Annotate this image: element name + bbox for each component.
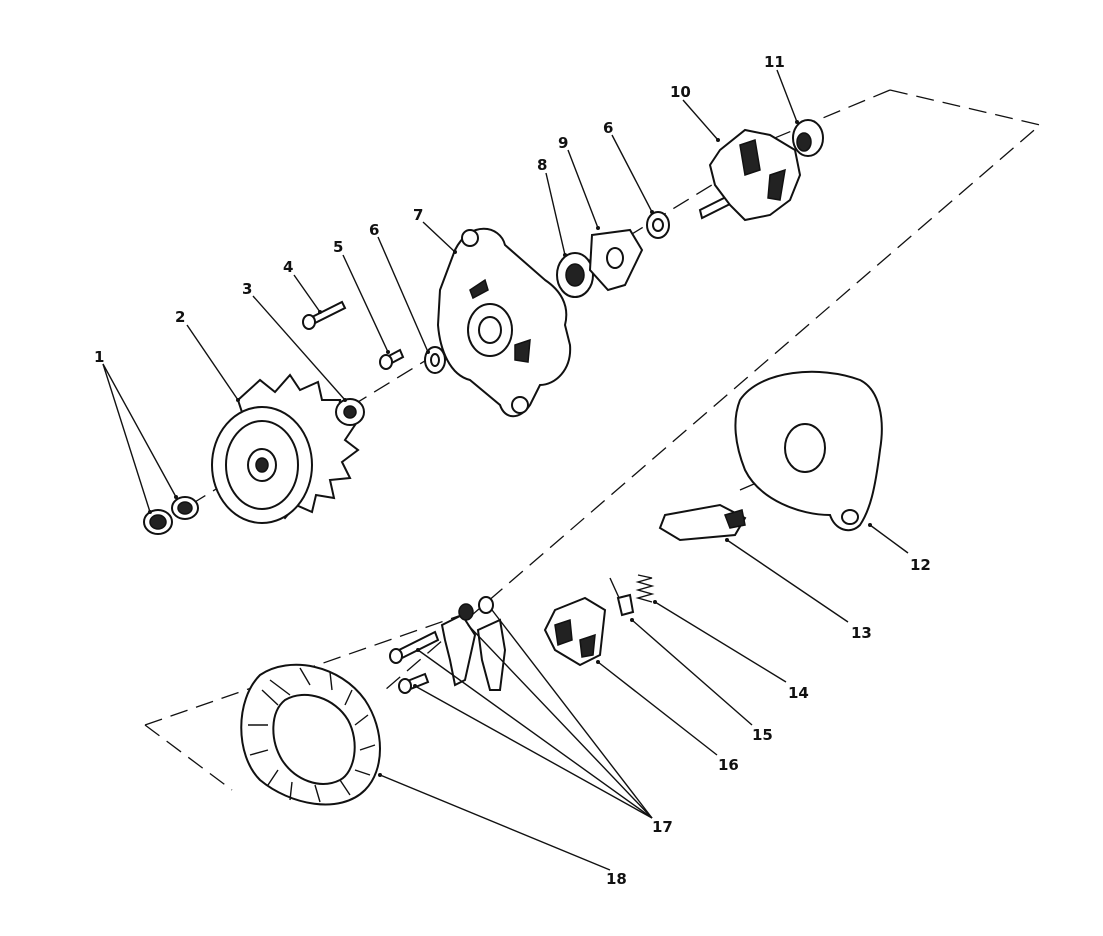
callout-6-rear: 6 bbox=[603, 119, 613, 137]
callout-18: 18 bbox=[606, 870, 627, 888]
callout-12: 12 bbox=[910, 556, 931, 574]
part-6-washer-rear bbox=[646, 211, 670, 239]
part-4-bolt bbox=[302, 300, 347, 330]
callout-14: 14 bbox=[788, 684, 809, 702]
part-14-spring bbox=[635, 574, 655, 603]
callout-4: 4 bbox=[283, 258, 293, 276]
leader-lines bbox=[102, 69, 909, 871]
part-5-screw bbox=[379, 348, 405, 370]
callout-13: 13 bbox=[851, 624, 872, 642]
callout-17: 17 bbox=[652, 818, 673, 836]
callout-9: 9 bbox=[558, 134, 568, 152]
part-7-drive-end-frame bbox=[436, 227, 572, 418]
callout-6-front: 6 bbox=[369, 221, 379, 239]
part-10-rotor bbox=[698, 128, 802, 222]
part-18-stator bbox=[240, 663, 381, 806]
part-15-brush bbox=[609, 577, 635, 617]
part-8-bearing bbox=[556, 252, 594, 298]
callout-5: 5 bbox=[333, 238, 343, 256]
callout-2: 2 bbox=[175, 308, 185, 326]
part-16-brush-holder bbox=[543, 596, 607, 667]
callout-10: 10 bbox=[670, 83, 691, 101]
callout-8: 8 bbox=[537, 156, 547, 174]
callout-7: 7 bbox=[413, 206, 423, 224]
part-9-retainer-plate bbox=[588, 228, 644, 292]
callout-1: 1 bbox=[94, 348, 104, 366]
callout-3: 3 bbox=[242, 280, 252, 298]
part-6-washer-front bbox=[424, 346, 446, 374]
part-2-pulley-fan bbox=[211, 373, 360, 524]
callout-16: 16 bbox=[718, 756, 739, 774]
callout-labels: 1 2 3 4 5 6 7 8 9 6 10 11 12 13 14 15 16… bbox=[94, 53, 931, 888]
part-3-spacer bbox=[335, 398, 365, 426]
part-12-rear-housing bbox=[734, 370, 883, 532]
callout-15: 15 bbox=[752, 726, 773, 744]
part-13-regulator bbox=[658, 503, 747, 542]
part-11-bearing bbox=[792, 119, 824, 157]
part-17-hardware-set bbox=[389, 596, 507, 694]
part-1-nut-washer bbox=[143, 496, 199, 535]
callout-11: 11 bbox=[764, 53, 785, 71]
